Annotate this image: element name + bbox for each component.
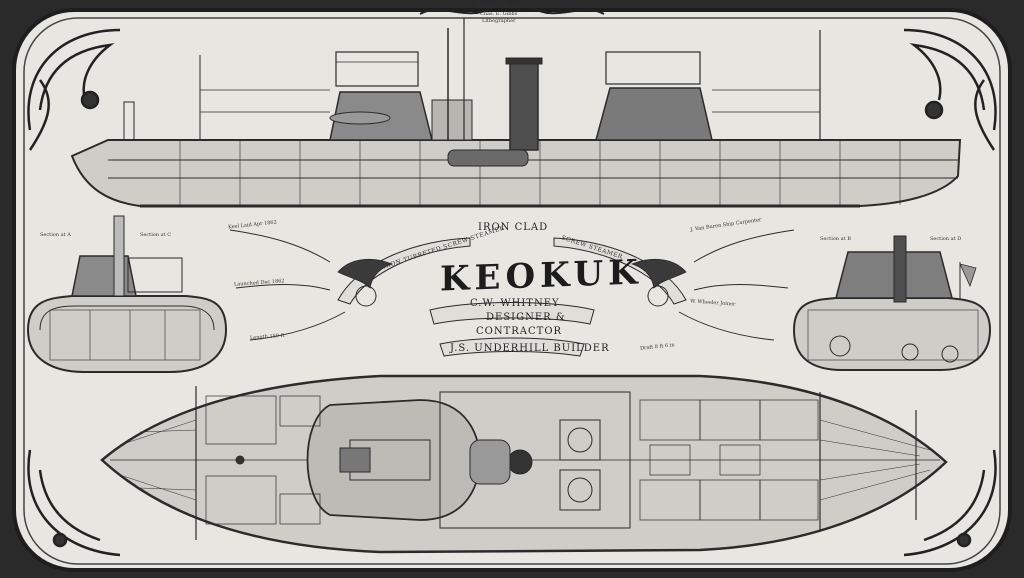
eagle-left bbox=[337, 258, 394, 307]
ship-name-title: KEOKUK bbox=[440, 252, 643, 300]
side-elevation bbox=[70, 18, 962, 208]
designer-role: DESIGNER & bbox=[486, 312, 566, 323]
cross-section-right bbox=[792, 235, 992, 371]
section-b-label: Section at B bbox=[820, 236, 851, 242]
center-cartouche bbox=[229, 229, 795, 357]
corner-ornament-br bbox=[903, 449, 997, 557]
side-turret-fwd bbox=[595, 87, 713, 141]
section-c-label: Section at C bbox=[140, 232, 172, 238]
corner-ornament-bl bbox=[27, 449, 121, 557]
iron-clad-label: IRON CLAD bbox=[478, 222, 549, 233]
inner-border bbox=[23, 17, 1001, 565]
cross-section-left bbox=[26, 215, 228, 373]
plan-boilers bbox=[559, 419, 601, 511]
corner-ornament-tl bbox=[27, 28, 121, 151]
section-d-label: Section at D bbox=[930, 236, 962, 242]
builder-credit: J.S. UNDERHILL BUILDER bbox=[450, 343, 610, 354]
fwd-compartments bbox=[205, 395, 321, 525]
side-hull bbox=[70, 139, 962, 207]
side-frames bbox=[179, 140, 901, 205]
corner-ornament-tr bbox=[903, 28, 997, 151]
header-note-1: Michel ... Broad bbox=[478, 4, 519, 10]
contractor-role: CONTRACTOR bbox=[476, 326, 563, 337]
plan-funnel bbox=[507, 449, 533, 475]
side-funnel bbox=[509, 59, 539, 151]
section-a-label: Section at A bbox=[40, 232, 71, 238]
plan-turret bbox=[306, 399, 481, 521]
bow-hatching bbox=[119, 419, 197, 501]
aft-compartments bbox=[639, 399, 819, 521]
stern-hatching bbox=[819, 419, 931, 501]
designer-name: C.W. WHITNEY bbox=[470, 298, 560, 309]
top-cartouche bbox=[419, 7, 605, 15]
header-note-2: Chas. E. Gibbs bbox=[480, 11, 518, 17]
eagle-right bbox=[630, 258, 687, 307]
header-note-3: Lithographer bbox=[482, 18, 516, 24]
plan-view bbox=[100, 374, 948, 554]
